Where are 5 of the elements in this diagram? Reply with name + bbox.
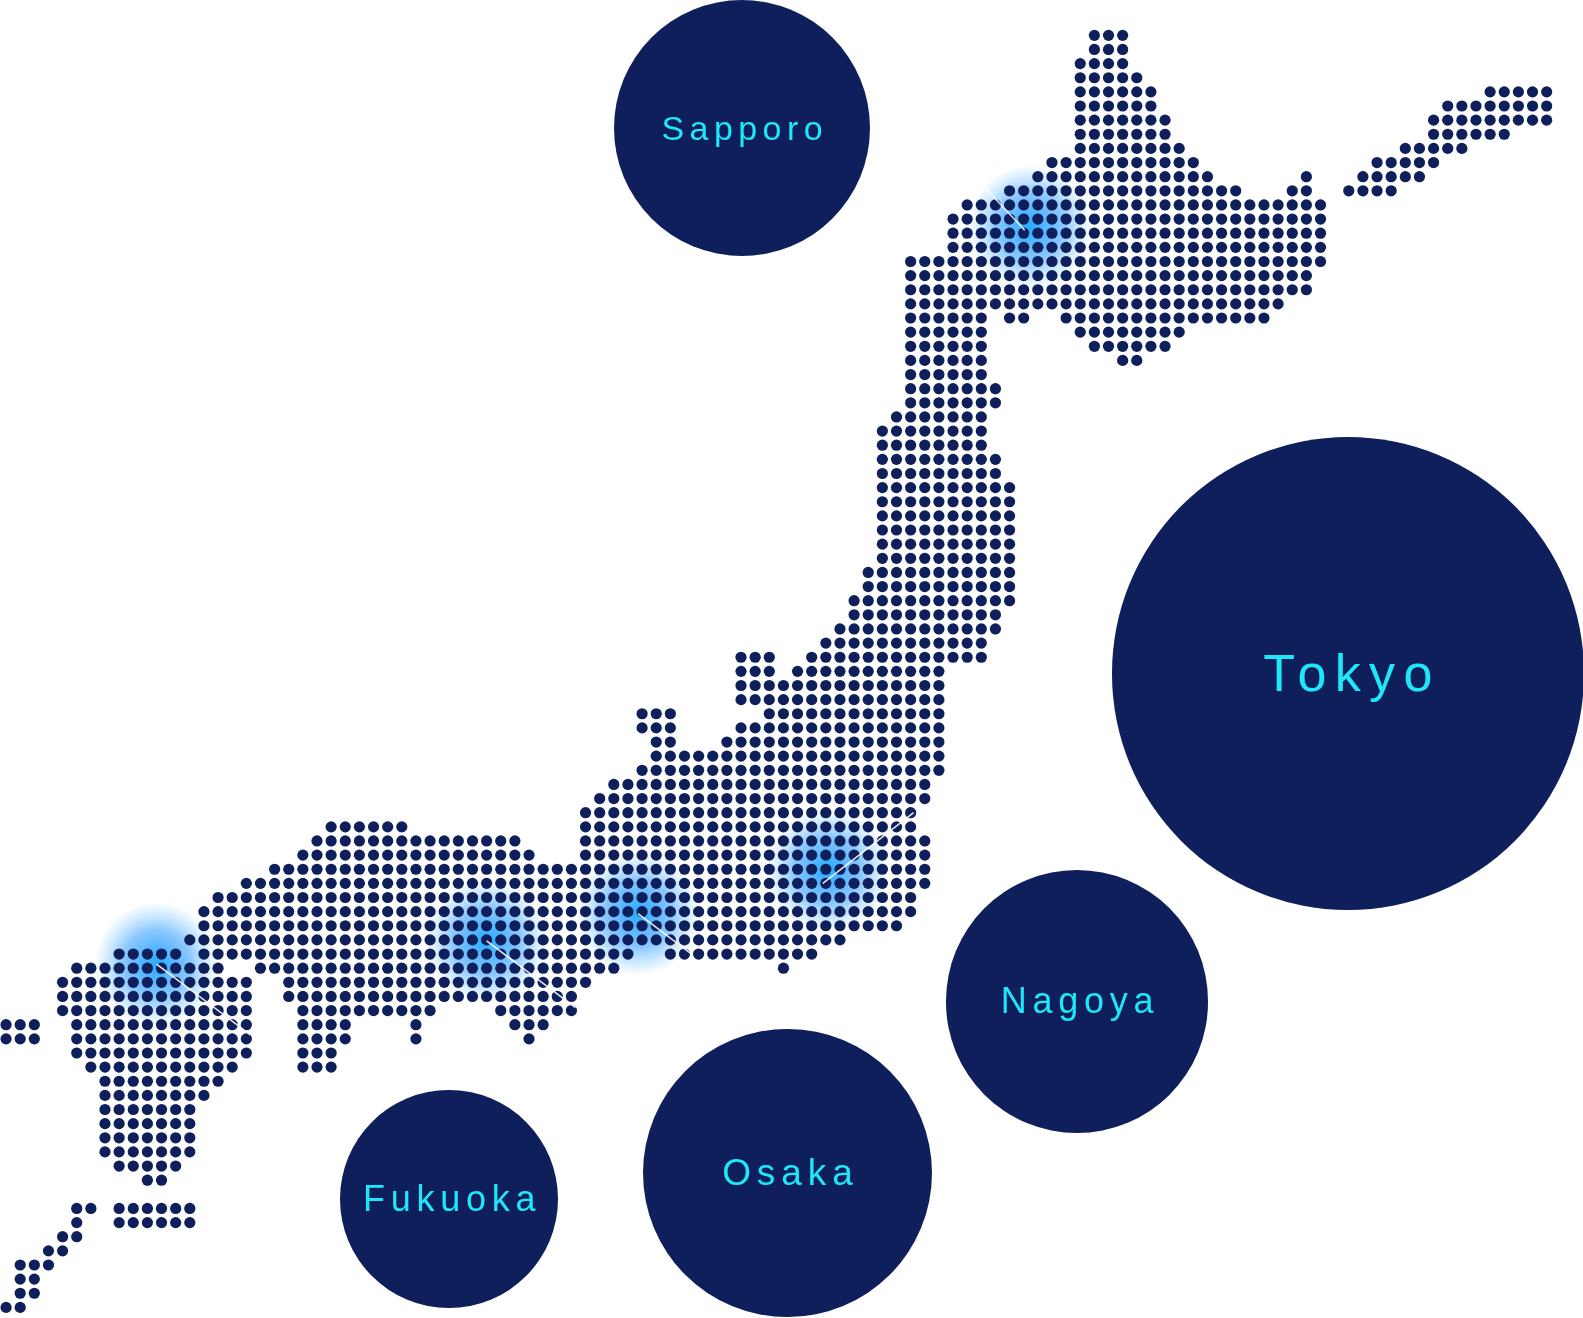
city-label: Osaka <box>721 1152 859 1195</box>
city-label: Nagoya <box>999 980 1160 1023</box>
city-label: Sapporo <box>660 108 829 148</box>
city-label: Tokyo <box>1262 643 1441 704</box>
city-label: Fukuoka <box>361 1178 542 1221</box>
